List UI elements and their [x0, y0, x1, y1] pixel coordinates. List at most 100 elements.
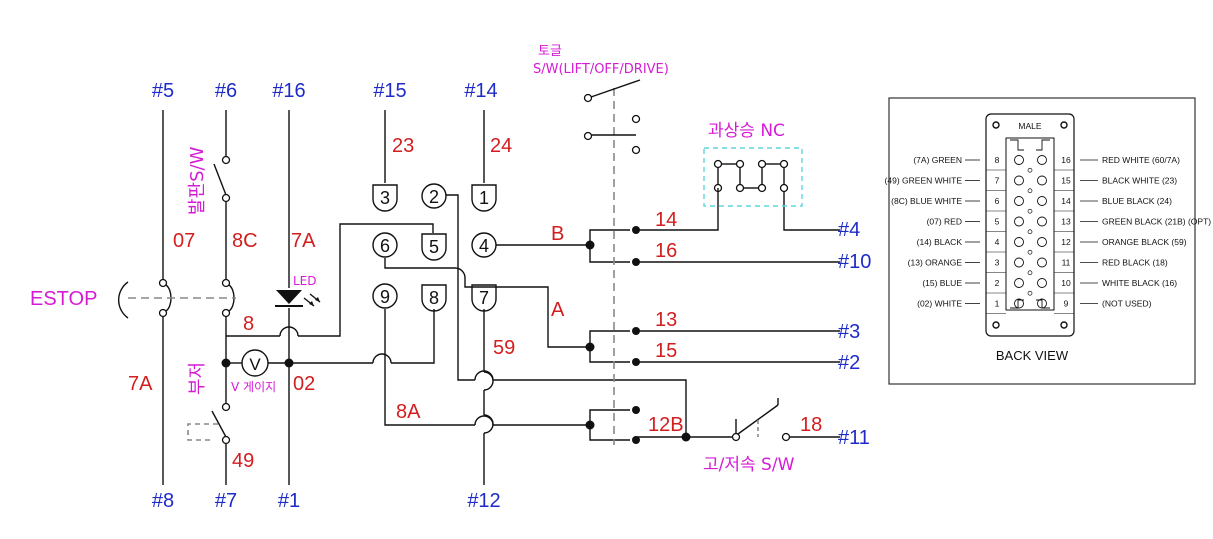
connector-left-pin: 3: [995, 258, 1000, 268]
connector-header: MALE: [1018, 121, 1041, 131]
terminal-5: 5: [429, 237, 439, 257]
connector-left-pin: 7: [995, 176, 1000, 186]
terminal-3: 3: [380, 188, 390, 208]
label-top-15: #15: [373, 80, 406, 102]
connector-right-label: BLUE BLACK (24): [1102, 196, 1172, 206]
v-gauge-label: V 게이지: [231, 380, 276, 394]
pedal-switch: [213, 155, 231, 203]
connector-left-pin: 1: [995, 299, 1000, 309]
label-right-2: #2: [838, 352, 860, 374]
connector-pin-socket: [1014, 257, 1024, 268]
terminal-1: 1: [479, 188, 489, 208]
wire-02: 02: [293, 373, 315, 395]
connector-right-label: RED BLACK (18): [1102, 258, 1168, 268]
connector-right-pin: 12: [1061, 237, 1071, 247]
label-bottom-1: #1: [278, 490, 300, 512]
label-top-6: #6: [215, 80, 237, 102]
right-labels: #4 #10 #3 #2 #11: [838, 219, 871, 449]
voltmeter: V: [241, 349, 269, 377]
connector-left-label: (8C) BLUE WHITE: [891, 196, 962, 206]
overload-nc-switch: [703, 147, 803, 207]
terminal-9: 9: [380, 287, 390, 307]
wire-14: 14: [655, 209, 677, 231]
buzzer-switch: [187, 402, 231, 445]
wire-49: 49: [232, 450, 254, 472]
connector-pin-socket: [1037, 155, 1047, 165]
connector-right-label: ORANGE BLACK (59): [1102, 237, 1187, 247]
toggle-sub: S/W(LIFT/OFF/DRIVE): [533, 62, 669, 77]
connector-pin-socket: [1014, 155, 1024, 165]
connector-right-label: BLACK WHITE (23): [1102, 176, 1177, 186]
wire-18: 18: [800, 414, 822, 436]
connector-pin-socket: [1037, 237, 1047, 247]
connector-left-label: (14) BLACK: [917, 237, 963, 247]
label-right-11: #11: [838, 427, 870, 449]
connector-left-pin: 6: [995, 196, 1000, 206]
connector-left-label: (15) BLUE: [922, 278, 962, 288]
label-bottom-7: #7: [215, 490, 237, 512]
wire-12b: 12B: [648, 414, 684, 436]
wire-59: 59: [493, 337, 515, 359]
label-bottom-12: #12: [467, 490, 500, 512]
buzzer-label: 부저: [187, 362, 208, 395]
connector-left-label: (02) WHITE: [917, 299, 962, 309]
connector-right-pin: 14: [1061, 196, 1071, 206]
connector-left-label: (07) RED: [927, 217, 962, 227]
label-right-10: #10: [838, 251, 871, 273]
connector-left-label: (13) ORANGE: [908, 258, 963, 268]
connector-pin-socket: [1014, 298, 1024, 309]
connector-pin-socket: [1037, 257, 1047, 268]
connector-right-pin: 16: [1061, 155, 1071, 165]
wire-13: 13: [655, 309, 677, 331]
connector-right-pin: 15: [1061, 176, 1071, 186]
wire-07: 07: [173, 230, 195, 252]
overload-label: 과상승 NC: [708, 121, 785, 141]
connector-pin-socket: [1014, 278, 1024, 288]
label-top-14: #14: [464, 80, 497, 102]
terminal-8: 8: [429, 288, 439, 308]
connector-pin-socket: [1037, 278, 1047, 288]
voltmeter-symbol: V: [249, 355, 261, 374]
connector-footer: BACK VIEW: [996, 348, 1069, 363]
bottom-labels: #8 #7 #1 #12: [152, 490, 501, 512]
right-wires: [464, 190, 840, 444]
connector-right-pin: 11: [1062, 258, 1071, 268]
wire-23: 23: [392, 135, 414, 157]
component-labels: 발판S/W ESTOP LED 부저 V 게이지 토글 S/W(LIFT/OFF…: [30, 44, 795, 475]
wire-24: 24: [490, 135, 512, 157]
connector-right-label: (NOT USED): [1102, 299, 1152, 309]
label-top-16: #16: [272, 80, 305, 102]
connector-right-pin: 13: [1061, 217, 1071, 227]
wire-numbers: 07 8C 7A 23 24 8 7A 02 49 59 8A B A 14 1…: [128, 135, 822, 472]
estop-label: ESTOP: [30, 288, 97, 310]
pedal-switch-label: 발판S/W: [187, 146, 208, 215]
connector-pin-socket: [1014, 237, 1024, 247]
connector-left-pin: 8: [995, 155, 1000, 165]
wire-7a-left: 7A: [128, 373, 153, 395]
connector-right-label: WHITE BLACK (16): [1102, 278, 1177, 288]
led-label: LED: [293, 274, 317, 288]
terminal-7: 7: [479, 288, 489, 308]
speed-switch-label: 고/저속 S/W: [703, 455, 795, 475]
connector-left-label: (7A) GREEN: [913, 155, 962, 165]
label-right-4: #4: [838, 219, 860, 241]
terminal-4: 4: [479, 236, 489, 256]
label-bottom-8: #8: [152, 490, 174, 512]
label-right-3: #3: [838, 321, 860, 343]
wire-7a-top: 7A: [291, 230, 316, 252]
connector-pin-socket: [1014, 175, 1024, 186]
wire-a: A: [551, 299, 565, 321]
terminal-6: 6: [380, 236, 390, 256]
wire-8a: 8A: [396, 401, 421, 423]
connector-right-pin: 10: [1061, 278, 1071, 288]
estop-switch: [118, 278, 236, 319]
led-indicator: [275, 290, 321, 307]
connector-pin-socket: [1014, 216, 1024, 227]
connector-right-label: RED WHITE (60/7A): [1102, 155, 1180, 165]
toggle-title: 토글: [538, 44, 562, 59]
wire-16: 16: [655, 240, 677, 262]
connector-pin-socket: [1037, 196, 1047, 206]
connector-pin-socket: [1037, 175, 1047, 186]
